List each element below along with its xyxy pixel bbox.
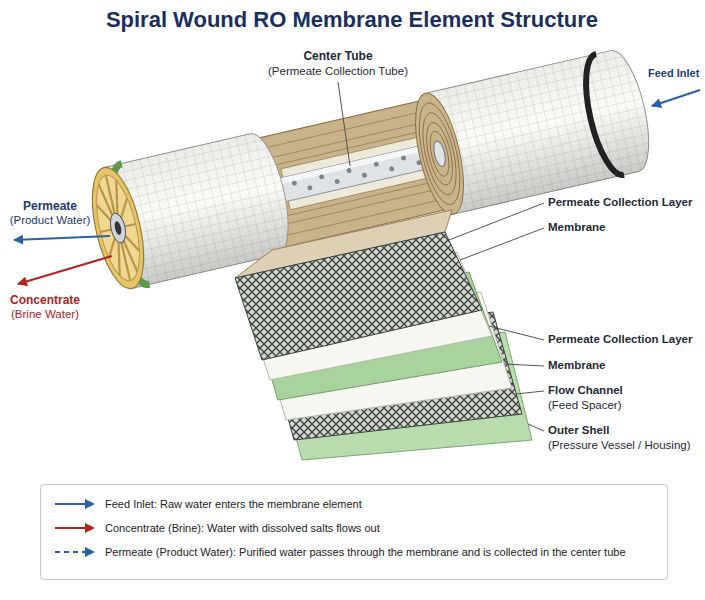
membrane-cylinder-part xyxy=(292,152,422,194)
membrane-cylinder-part-part xyxy=(307,185,313,191)
membrane-cylinder-part-part xyxy=(373,161,379,167)
part-label: (Permeate Collection Tube) xyxy=(268,65,408,79)
leader-lines-part xyxy=(489,326,544,340)
membrane-cylinder-part xyxy=(276,143,437,202)
flow-label: Permeate xyxy=(23,199,77,213)
legend-box: Feed Inlet: Raw water enters the membran… xyxy=(40,484,668,580)
membrane-cylinder-part-part xyxy=(389,166,395,172)
membrane-cylinder-part-part xyxy=(411,99,468,208)
flow-label: Feed Inlet xyxy=(648,67,699,80)
diagram-title: Spiral Wound RO Membrane Element Structu… xyxy=(106,7,598,33)
leader-lines-part xyxy=(504,364,544,366)
membrane-cylinder-part xyxy=(108,212,128,244)
layer-label: Permeate Collection Layer xyxy=(548,333,692,347)
legend-arrow xyxy=(53,498,97,510)
membrane-cylinder-part xyxy=(276,143,433,185)
layer-label: Flow Channel xyxy=(548,384,623,398)
membrane-cylinder-part-part xyxy=(334,179,340,185)
leader-lines-part xyxy=(528,424,544,431)
layer-label: Outer Shell xyxy=(548,424,609,438)
legend-arrow-line xyxy=(55,503,87,505)
flow-arrows-part xyxy=(18,256,112,284)
membrane-layers xyxy=(235,232,532,460)
membrane-cylinder-part-part xyxy=(292,180,298,186)
legend-row: Feed Inlet: Raw water enters the membran… xyxy=(53,495,362,513)
legend-arrow-head xyxy=(85,523,95,533)
flow-label: Concentrate xyxy=(10,293,80,307)
leader-lines-part xyxy=(516,391,544,394)
membrane-cylinder-part xyxy=(432,140,448,168)
membrane-cylinder-part xyxy=(406,89,473,219)
membrane-cylinder-part xyxy=(83,163,154,294)
legend-row: Concentrate (Brine): Water with dissolve… xyxy=(53,519,380,537)
membrane-cylinder-part-part xyxy=(422,120,458,187)
flow-label: (Product Water) xyxy=(10,214,91,228)
legend-text: Feed Inlet: Raw water enters the membran… xyxy=(105,498,362,510)
layer-label: (Feed Spacer) xyxy=(548,399,622,413)
legend-arrow xyxy=(53,546,97,558)
layer-label: (Pressure Vessel / Housing) xyxy=(548,439,691,453)
legend-row: Permeate (Product Water): Purified water… xyxy=(53,543,626,561)
membrane-cylinder-part-part xyxy=(346,168,352,174)
leader-lines-part xyxy=(338,82,350,166)
flow-arrows xyxy=(14,90,700,284)
membrane-cylinder-part-part xyxy=(427,130,453,178)
flow-label: (Brine Water) xyxy=(11,308,79,322)
membrane-cylinder-part-part xyxy=(401,155,407,161)
membrane-cylinder-part xyxy=(88,171,147,284)
membrane-cylinder-part-part xyxy=(416,110,462,198)
flow-arrows-part xyxy=(652,90,700,106)
leader-lines-part xyxy=(460,228,544,260)
leader-lines xyxy=(338,82,544,431)
legend-arrow-head xyxy=(85,499,95,509)
legend-arrow xyxy=(53,522,97,534)
legend-arrow-line xyxy=(55,551,87,553)
leader-lines-part xyxy=(449,203,544,240)
legend-text: Concentrate (Brine): Water with dissolve… xyxy=(105,522,380,534)
flow-arrows-part xyxy=(14,236,110,240)
membrane-cylinder-part xyxy=(114,221,123,236)
layer-label: Permeate Collection Layer xyxy=(548,196,692,210)
membrane-cylinder-part xyxy=(88,171,147,284)
membrane-cylinder-part-part xyxy=(362,172,368,178)
layer-label: Membrane xyxy=(548,359,606,373)
membrane-cylinder-part-part xyxy=(319,174,325,180)
membrane-layers-part xyxy=(235,232,482,360)
legend-arrow-line xyxy=(55,527,87,529)
legend-arrow-head xyxy=(85,547,95,557)
legend-text: Permeate (Product Water): Purified water… xyxy=(105,546,626,558)
part-label: Center Tube xyxy=(303,49,372,63)
membrane-cylinder-part xyxy=(577,54,624,179)
membrane-cylinder-part xyxy=(411,99,468,208)
layer-label: Membrane xyxy=(548,221,606,235)
